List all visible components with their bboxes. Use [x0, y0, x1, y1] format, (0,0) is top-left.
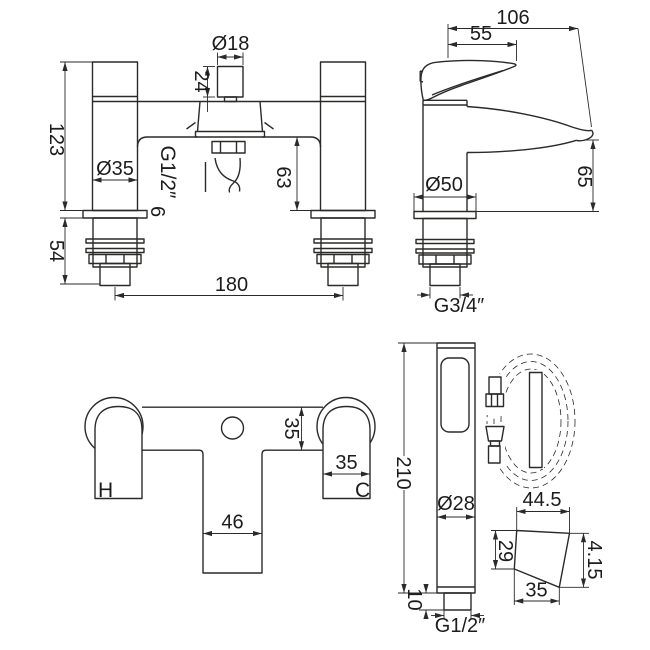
dim-bracket-front-height: 4.15 — [559, 532, 605, 588]
dim-diverter-height: 24 — [190, 66, 215, 112]
deck-thickness-label: 6 — [146, 206, 168, 217]
dim-underbody-clearance: 63 — [272, 137, 311, 211]
wall-bracket: 44.5 29 4.15 35 — [491, 489, 605, 605]
dim-overall-height: 123 — [45, 61, 93, 211]
dim-spout-height-label: 65 — [573, 165, 595, 187]
dim-handle-width-label: 35 — [335, 452, 357, 474]
dim-overall-depth-label: 106 — [496, 7, 529, 29]
dim-underbody-clearance-label: 63 — [272, 166, 294, 188]
dim-handset-thread: G1/2″ — [431, 610, 485, 637]
dim-bracket-rear-height-label: 29 — [494, 540, 516, 562]
spray-face — [440, 357, 470, 433]
side-view-outline — [413, 59, 594, 287]
dim-handset-diameter-label: Ø28 — [437, 493, 475, 515]
dim-handle-reach-label: 55 — [470, 23, 492, 45]
front-view: Ø18 24 123 54 Ø35 G1/2″ 6 — [45, 33, 376, 301]
dim-spout-width: 46 — [203, 512, 262, 537]
dim-body-depth-label: 35 — [280, 417, 302, 439]
hose-body-band — [528, 371, 543, 469]
cold-indicator-label: C — [355, 479, 370, 502]
dim-base-diameter: Ø50 — [413, 174, 477, 212]
dim-base-diameter-label: Ø50 — [425, 174, 463, 196]
side-view: 106 55 Ø50 65 G3/4″ — [413, 7, 599, 317]
dim-handset-length-label: 210 — [392, 456, 414, 489]
dim-overall-depth: 106 — [447, 7, 592, 128]
dim-handset-thread-label: G1/2″ — [435, 615, 485, 637]
dim-bracket-top-width: 44.5 — [516, 489, 570, 533]
front-view-outline — [82, 61, 376, 287]
dim-diverter-diameter-label: Ø18 — [212, 33, 250, 55]
dim-bracket-bottom-width: 35 — [513, 569, 560, 605]
dim-bracket-front-height-label: 4.15 — [583, 541, 605, 580]
dim-diverter-height-label: 24 — [190, 70, 212, 92]
dim-spout-height: 65 — [476, 139, 599, 212]
spout-connection-label: G1/2″ — [156, 146, 179, 200]
dim-diverter-diameter: Ø18 — [212, 33, 250, 65]
hose-band-mask — [527, 370, 544, 469]
dim-pillar-diameter-label: Ø35 — [96, 158, 134, 180]
hose — [484, 353, 576, 489]
dim-handle-width: 35 — [323, 452, 370, 477]
dim-handset-diameter: Ø28 — [437, 493, 475, 520]
dim-handle-reach: 55 — [448, 23, 517, 61]
dim-inlet-thread-label: G3/4″ — [434, 295, 484, 317]
dim-connector-height: 10 — [403, 584, 444, 619]
dim-bracket-top-width-label: 44.5 — [523, 489, 562, 511]
dim-inlet-centres-label: 180 — [215, 274, 248, 296]
dim-inlet-thread: G3/4″ — [417, 287, 484, 317]
dim-inlet-centres: 180 — [114, 274, 344, 301]
dim-bracket-rear-height: 29 — [491, 530, 517, 570]
plan-view-outline — [84, 396, 376, 574]
dim-pillar-diameter: Ø35 — [92, 158, 138, 183]
dim-handset-length: 210 — [392, 342, 437, 594]
handset-outline — [436, 342, 476, 611]
dim-bracket-bottom-width-label: 35 — [525, 580, 547, 602]
dim-overall-height-label: 123 — [45, 123, 67, 156]
dim-shank-length-label: 54 — [45, 240, 67, 262]
hot-indicator-label: H — [98, 479, 113, 502]
dim-shank-length: 54 — [45, 217, 100, 285]
dim-body-depth: 35 — [280, 407, 305, 451]
dim-connector-height-label: 10 — [403, 588, 425, 610]
plan-view: 35 35 46 H C — [84, 396, 376, 574]
handset-view: 210 Ø28 10 G1/2″ 44.5 — [392, 342, 605, 637]
hose-end-ribs-bottom — [487, 445, 501, 464]
dim-spout-width-label: 46 — [221, 512, 243, 534]
